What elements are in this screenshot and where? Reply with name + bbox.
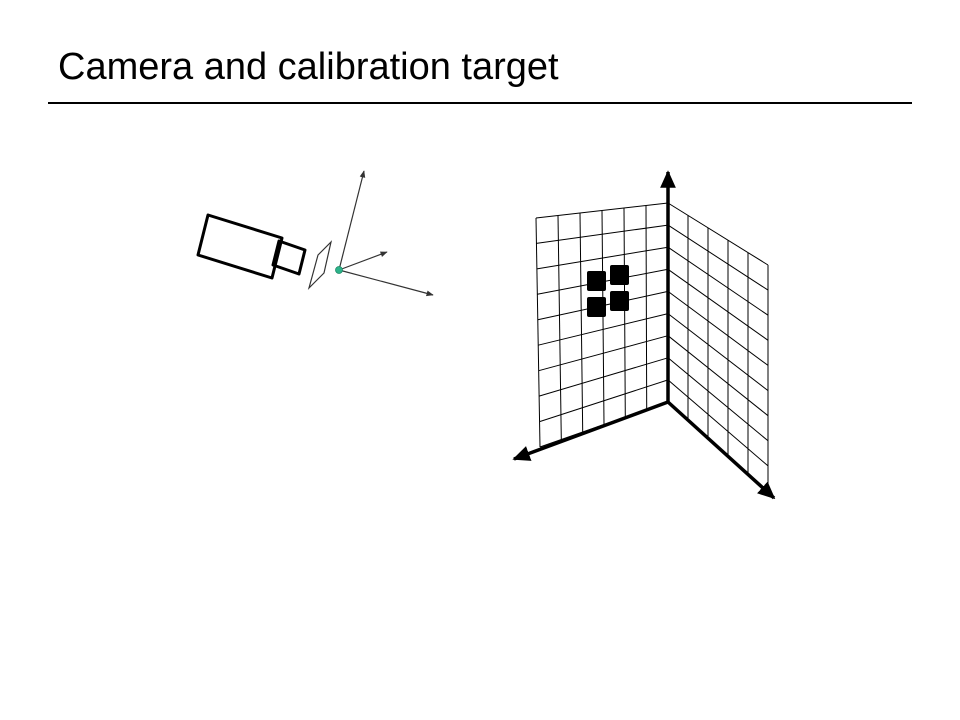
right-grid-hline (667, 335, 769, 417)
slide-title: Camera and calibration target (58, 46, 559, 88)
camera-body (196, 213, 284, 280)
left-grid-vline (645, 205, 648, 410)
right-grid-hline (667, 268, 769, 341)
world-axes (512, 170, 776, 500)
left-grid-vline (601, 210, 605, 425)
left-grid-hline (538, 335, 669, 372)
left-grid-vline (623, 207, 626, 418)
camera-axis-right (338, 251, 388, 271)
left-grid-hline (538, 313, 669, 346)
camera-icon (196, 213, 307, 280)
target-square (610, 291, 629, 311)
right-grid-hline (667, 246, 769, 316)
title-underline (48, 102, 912, 104)
world-axis-left (512, 400, 669, 461)
target-square (587, 297, 606, 317)
left-grid-hline (539, 379, 669, 423)
right-grid-hline (667, 290, 769, 366)
target-square (587, 271, 606, 291)
left-grid-hline (538, 357, 669, 397)
camera-center-point (335, 266, 343, 274)
right-grid-hline (667, 313, 769, 391)
left-grid-vline (535, 217, 541, 448)
camera-axes (338, 170, 434, 297)
left-grid-vline (579, 212, 584, 433)
left-grid-vline (557, 215, 562, 440)
camera-axis-optical (338, 269, 434, 297)
world-axis-right (666, 400, 776, 500)
black-target-squares (587, 265, 629, 317)
camera-lens (271, 239, 307, 276)
right-grid-hline (667, 224, 769, 291)
target-square (610, 265, 629, 285)
camera-axis-up (338, 170, 366, 271)
left-grid-hline (535, 202, 669, 219)
right-grid-hline (667, 379, 769, 467)
right-grid-hline (667, 202, 769, 266)
left-grid-hline (536, 224, 669, 244)
left-grid-hline (536, 246, 669, 270)
right-grid-hline (667, 357, 769, 442)
image-plane (307, 240, 333, 291)
